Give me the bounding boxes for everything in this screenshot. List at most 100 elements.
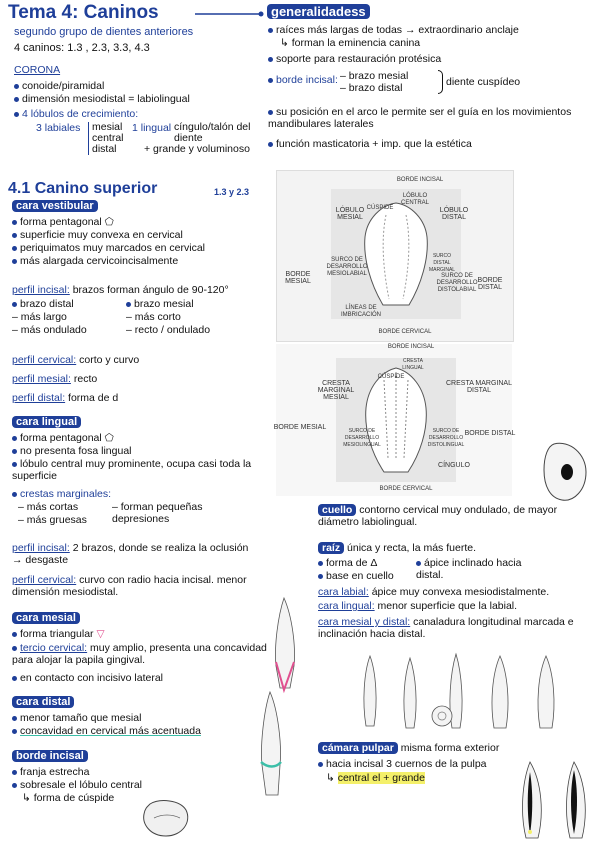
grande-txt: + grande y voluminoso — [144, 143, 250, 155]
lingual: 1 lingual — [132, 122, 172, 134]
camara-pulpar: cámara pulpar misma forma exterior — [318, 742, 499, 754]
borde-incisal-heading: borde incisal — [12, 750, 88, 762]
labial-tooth-drawing — [331, 189, 461, 319]
f1-lineas: LÍNEAS DE IMBRICACIÓN — [340, 305, 381, 318]
pulp-sketches — [522, 761, 586, 839]
raiz: raíz única y recta, la más fuerte. — [318, 542, 476, 554]
gen-a2: ↳ forman la eminencia canina — [280, 37, 421, 49]
figure-labial: BORDE INCISAL LÓBULO CENTRAL CÚSPIDE LÓB… — [276, 170, 514, 342]
ling-3: lóbulo central muy prominente, ocupa cas… — [12, 458, 260, 482]
labiales-list: mesial central distal — [88, 122, 124, 155]
tooth-distal-sketch — [260, 690, 282, 796]
gen-a6: función masticatoria + imp. que la estét… — [268, 138, 472, 150]
bd-2: – más ondulado — [12, 324, 87, 336]
f1-surco-dl: SURCO DE DESARROLLO DISTOLABIAL — [436, 273, 478, 293]
gen-a5: su posición en el arco le permite ser el… — [268, 106, 588, 130]
f2-borde-incisal: BORDE INCISAL — [387, 344, 435, 350]
brace — [438, 70, 443, 94]
f2-cm-mesial: CRESTA MARGINAL MESIAL — [317, 380, 355, 401]
arrow-line — [195, 11, 264, 17]
corona-b2: dimensión mesiodistal = labiolingual — [14, 93, 190, 105]
cara-vestibular-heading: cara vestibular — [12, 200, 98, 212]
bd-1: – más largo — [12, 311, 67, 323]
cuello: cuello contorno cervical muy ondulado, d… — [318, 504, 558, 528]
bm-1: – más corto — [126, 311, 181, 323]
f2-cm-distal: CRESTA MARGINAL DISTAL — [446, 380, 512, 394]
raiz-2: base en cuello — [318, 570, 394, 582]
cara-lingual-heading: cara lingual — [12, 416, 82, 428]
ling-4b: – más gruesas — [18, 514, 87, 526]
figure-lingual: BORDE INCISAL CRESTA LINGUAL CÚSPIDE CRE… — [274, 344, 515, 496]
cara-distal-heading: cara distal — [12, 696, 75, 708]
dist-2: concavidad en cervical más acentuada — [12, 725, 201, 737]
mes-3: en contacto con incisivo lateral — [12, 672, 163, 684]
brazo-distal: brazo distal — [12, 298, 74, 310]
f1-lob-mesial: LÓBULO MESIAL — [335, 207, 365, 221]
f1-surco-dm: SURCO DISTAL MARGINAL — [428, 253, 456, 273]
page-title: Tema 4: Caninos — [8, 2, 159, 23]
labiales: 3 labiales — [36, 122, 81, 134]
raiz-1: forma de Δ — [318, 557, 377, 569]
gen-a1: raíces más largas de todas → extraordina… — [268, 24, 519, 36]
ling-4c: – forman pequeñas depresiones — [112, 501, 203, 525]
vest-3: periquimatos muy marcados en cervical — [12, 242, 205, 254]
camara-1: hacia incisal 3 cuernos de la pulpa — [318, 758, 487, 770]
f1-borde-mesial: BORDE MESIAL — [285, 271, 311, 285]
f1-lob-central: LÓBULO CENTRAL — [400, 193, 429, 206]
intro-line1: segundo grupo de dientes anteriores — [14, 26, 194, 38]
tooth-incisal-sketch — [143, 800, 189, 837]
f1-borde-cervical: BORDE CERVICAL — [378, 329, 432, 335]
gen-a3: soporte para restauración protésica — [268, 53, 441, 65]
gen-a4-brazos: – brazo mesial– brazo distal — [340, 70, 409, 94]
raiz-3: ápice inclinado hacia distal. — [416, 557, 546, 581]
perfil-mesial: perfil mesial: recto — [12, 373, 98, 385]
cara-mesial-distal: cara mesial y distal: canaladura longitu… — [318, 616, 574, 640]
corona-b1: conoide/piramidal — [14, 80, 104, 92]
section-nums: 1.3 y 2.3 — [214, 187, 250, 197]
tooth-row-sketches — [363, 652, 555, 729]
cara-labial: cara labial: ápice muy convexa mesiodist… — [318, 586, 550, 598]
lingual-tooth-drawing — [336, 358, 456, 482]
cara-mesial-heading: cara mesial — [12, 612, 80, 624]
cara-lingual-raiz: cara lingual: menor superficie que la la… — [318, 600, 518, 612]
corona-b3: 4 lóbulos de crecimiento: — [14, 108, 138, 120]
vest-2: superficie muy convexa en cervical — [12, 229, 183, 241]
ling-4: crestas marginales: — [12, 488, 111, 500]
f2-cingulo: CÍNGULO — [438, 462, 470, 469]
f1-cuspide: CÚSPIDE — [366, 205, 394, 211]
corona-heading: CORONA — [14, 64, 61, 76]
mes-2: tercio cervical: muy amplio, presenta un… — [12, 642, 272, 666]
perfil-cervical-2: perfil cervical: curvo con radio hacia i… — [12, 574, 247, 598]
lingual-txt: cíngulo/talón del diente — [174, 121, 251, 144]
f2-surco-mling: SURCO DE DESARROLLO MESIOLINGUAL — [343, 428, 381, 448]
gen-a4-res: diente cuspídeo — [446, 76, 521, 88]
bi-2: sobresale el lóbulo central — [12, 779, 142, 791]
perfil-incisal-1: perfil incisal: brazos forman ángulo de … — [12, 284, 229, 296]
perfil-incisal-2: perfil incisal: 2 brazos, donde se reali… — [12, 542, 249, 566]
bm-2: – recto / ondulado — [126, 324, 211, 336]
tooth-cross-section — [543, 442, 587, 501]
section-heading: 4.1 Canino superior — [8, 180, 158, 197]
f2-borde-mesial: BORDE MESIAL — [273, 424, 327, 431]
tooth-mesial-sketch — [275, 596, 295, 694]
dist-1: menor tamaño que mesial — [12, 712, 141, 724]
vest-4: más alargada cervicoincisalmente — [12, 255, 178, 267]
tooth-small-round — [431, 705, 453, 727]
ling-2: no presenta fosa lingual — [12, 445, 132, 457]
f1-borde-incisal: BORDE INCISAL — [396, 177, 444, 183]
camara-2: ↳ central el + grande — [326, 772, 425, 784]
f2-borde-cervical: BORDE CERVICAL — [379, 486, 433, 492]
brazo-mesial: brazo mesial — [126, 298, 194, 310]
perfil-cervical: perfil cervical: corto y curvo — [12, 354, 140, 366]
f2-cresta-lingual: CRESTA LINGUAL — [402, 358, 424, 371]
vest-1: forma pentagonal ⬠ — [12, 216, 114, 228]
bi-3: ↳ forma de cúspide — [22, 792, 115, 804]
gen-a4-label: borde incisal: — [268, 74, 338, 86]
f1-surco-ml: SURCO DE DESARROLLO MESIOLABIAL — [326, 257, 368, 277]
generalidades-heading: generalidadess — [267, 4, 370, 19]
ling-1: forma pentagonal ⬠ — [12, 432, 114, 444]
f2-cuspide: CÚSPIDE — [377, 374, 405, 380]
intro-line2: 4 caninos: 1.3 , 2.3, 3.3, 4.3 — [14, 42, 150, 54]
f1-borde-distal: BORDE DISTAL — [477, 277, 503, 291]
bi-1: franja estrecha — [12, 766, 89, 778]
